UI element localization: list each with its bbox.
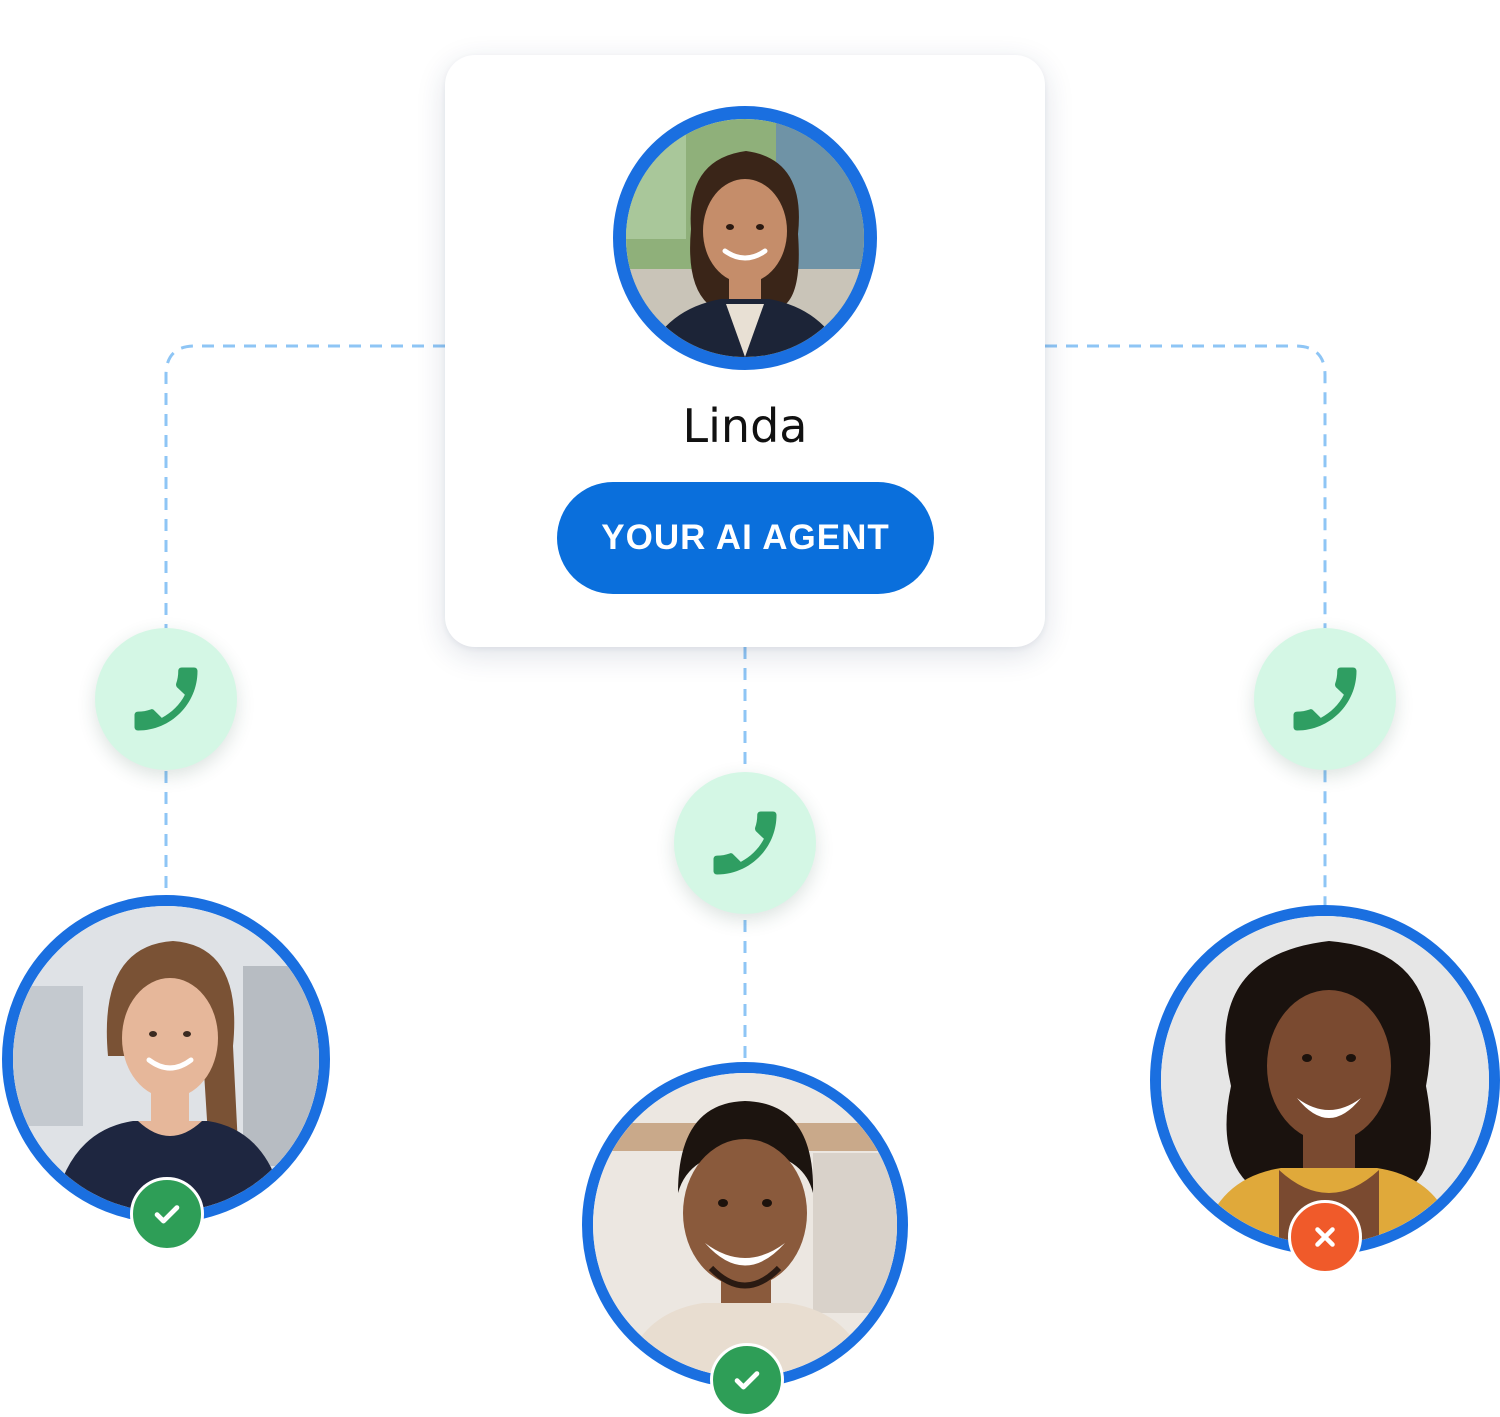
status-success-center bbox=[710, 1343, 784, 1417]
check-icon bbox=[154, 1205, 180, 1224]
call-node-center[interactable] bbox=[674, 772, 816, 914]
contact-avatar-center bbox=[582, 1062, 908, 1388]
connector-left bbox=[164, 344, 445, 895]
check-icon bbox=[734, 1371, 760, 1390]
agent-name: Linda bbox=[682, 399, 808, 453]
phone-icon bbox=[134, 667, 198, 731]
call-node-left[interactable] bbox=[95, 628, 237, 770]
status-success-left bbox=[130, 1177, 204, 1251]
your-ai-agent-button[interactable]: YOUR AI AGENT bbox=[557, 482, 934, 594]
agent-card: Linda YOUR AI AGENT bbox=[445, 55, 1045, 647]
connector-right bbox=[1045, 344, 1327, 905]
status-failed-right bbox=[1288, 1200, 1362, 1274]
agent-avatar bbox=[613, 106, 877, 370]
close-icon bbox=[1315, 1227, 1335, 1247]
contact-avatar-right bbox=[1150, 905, 1500, 1255]
phone-icon bbox=[713, 811, 777, 875]
call-node-right[interactable] bbox=[1254, 628, 1396, 770]
contact-avatar-left bbox=[2, 895, 330, 1223]
phone-icon bbox=[1293, 667, 1357, 731]
